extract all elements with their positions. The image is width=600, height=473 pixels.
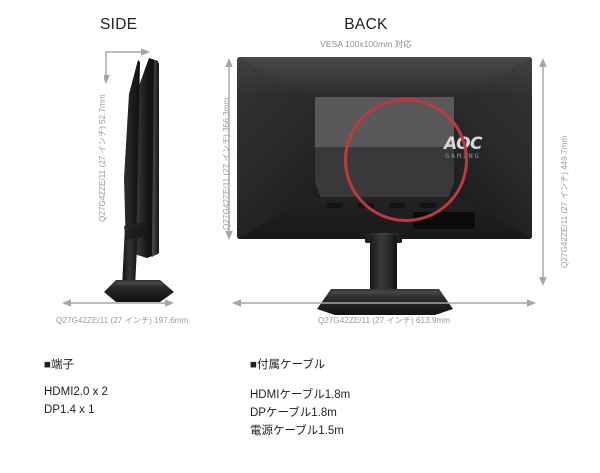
cables-line-2: DPケーブル1.8m [250,407,337,419]
back-panel-height-arrow [225,58,233,240]
back-total-height-label: Q27G42ZE/11 (27 インチ) 449.7mm [560,135,569,268]
cables-line-1: HDMIケーブル1.8m [250,389,351,401]
ports-line-2: DP1.4 x 1 [44,404,95,416]
side-panel-edge [152,60,159,257]
back-width-label: Q27G42ZE/11 (27 インチ) 613.9mm [317,316,451,325]
side-width-label: Q27G42ZE/11 (27 インチ) 197.6mm [56,316,189,325]
ports-line-1: HDMI2.0 x 2 [44,386,108,398]
back-total-height-arrow [539,58,547,286]
side-stand-joint [124,222,146,240]
side-width-arrow [62,299,174,307]
back-stand-base-highlight [323,291,447,297]
back-stand-base [317,289,453,315]
back-stand-neck [370,235,397,297]
side-depth-arrow [104,48,150,84]
back-view-title: BACK [344,16,388,33]
back-panel-height-label: Q27G42ZE/11 (27 インチ) 366.3mm [222,97,231,230]
ports-heading: ■端子 [44,359,74,371]
side-stand-base [104,280,174,302]
vesa-highlight-circle [344,98,468,222]
side-view-title: SIDE [100,16,138,33]
monitor-back-view: AOC GAMING [237,57,532,315]
back-width-arrow [232,299,536,307]
monitor-side-view [100,58,186,308]
side-stand-neck [122,226,138,288]
cables-line-3: 電源ケーブル1.5m [250,425,344,437]
back-panel: AOC GAMING [237,57,532,239]
back-view-subtitle: VESA 100x100mm 対応 [320,39,412,49]
side-stand-base-highlight [110,282,168,287]
cables-heading: ■付属ケーブル [250,359,326,371]
